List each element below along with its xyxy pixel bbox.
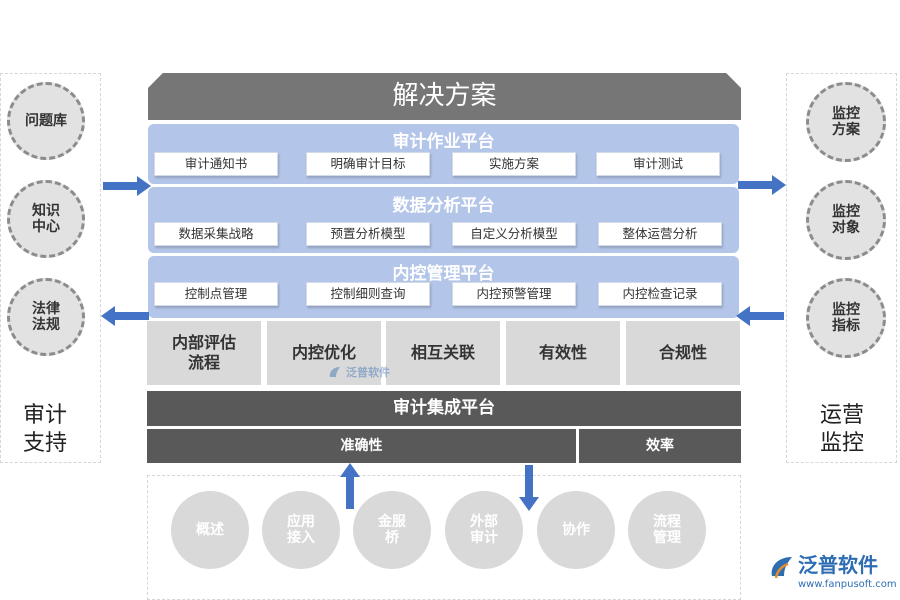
arrow-up-icon <box>340 463 360 509</box>
control-check-record-button[interactable]: 内控检查记录 <box>598 282 722 306</box>
right-item-monitor-plan: 监控 方案 <box>806 82 886 162</box>
brand-logo: 泛普软件 www.fanpusoft.com <box>768 552 898 596</box>
platform-title: 数据分析平台 <box>392 196 495 216</box>
platform-title: 审计作业平台 <box>392 132 495 152</box>
feature-effectiveness: 有效性 <box>506 321 620 385</box>
right-item-monitor-metric: 监控 指标 <box>806 278 886 358</box>
brand-logo-url: www.fanpusoft.com <box>798 579 897 590</box>
bottom-item-overview: 概述 <box>171 491 249 569</box>
bottom-item-collaboration: 协作 <box>537 491 615 569</box>
arrow-left-icon <box>101 306 149 326</box>
brand-logo-name: 泛普软件 <box>798 553 878 577</box>
control-warning-button[interactable]: 内控预警管理 <box>452 282 576 306</box>
feature-internal-evaluation: 内部评估 流程 <box>147 321 261 385</box>
operation-analysis-button[interactable]: 整体运营分析 <box>598 222 722 246</box>
bottom-item-app-access: 应用 接入 <box>262 491 340 569</box>
left-item-laws: 法律 法规 <box>7 278 85 356</box>
preset-model-button[interactable]: 预置分析模型 <box>306 222 430 246</box>
bottom-item-finance-bridge: 金服 桥 <box>353 491 431 569</box>
audit-goal-button[interactable]: 明确审计目标 <box>306 152 430 176</box>
arrow-right-icon <box>738 175 786 195</box>
arrow-right-icon <box>103 176 151 196</box>
control-point-button[interactable]: 控制点管理 <box>154 282 278 306</box>
bottom-item-process-management: 流程 管理 <box>628 491 706 569</box>
left-item-knowledge-center: 知识 中心 <box>7 180 85 258</box>
solution-header: 解决方案 <box>148 73 741 120</box>
data-analysis-platform: 数据分析平台 数据采集战略 预置分析模型 自定义分析模型 整体运营分析 <box>148 187 739 253</box>
integration-platform-bar: 审计集成平台 <box>147 391 741 426</box>
right-item-monitor-object: 监控 对象 <box>806 180 886 260</box>
right-monitor-panel <box>786 73 897 463</box>
custom-model-button[interactable]: 自定义分析模型 <box>452 222 576 246</box>
left-support-panel <box>0 73 101 463</box>
internal-control-platform: 内控管理平台 控制点管理 控制细则查询 内控预警管理 内控检查记录 <box>148 256 739 318</box>
audit-work-platform: 审计作业平台 审计通知书 明确审计目标 实施方案 审计测试 <box>148 124 739 184</box>
implementation-plan-button[interactable]: 实施方案 <box>452 152 576 176</box>
watermark-text: 泛普软件 <box>346 366 390 379</box>
watermark: 泛普软件 <box>327 364 390 380</box>
right-panel-title: 运营 监控 <box>819 403 864 456</box>
data-collection-button[interactable]: 数据采集战略 <box>154 222 278 246</box>
audit-notice-button[interactable]: 审计通知书 <box>154 152 278 176</box>
arrow-down-icon <box>519 465 539 511</box>
feature-correlation: 相互关联 <box>386 321 500 385</box>
brand-logo-icon <box>771 557 792 579</box>
platform-title: 内控管理平台 <box>392 264 495 284</box>
audit-test-button[interactable]: 审计测试 <box>596 152 720 176</box>
watermark-logo-icon <box>329 367 340 377</box>
solution-header-title: 解决方案 <box>392 81 497 111</box>
arrow-left-icon <box>736 306 784 326</box>
bottom-item-external-audit: 外部 审计 <box>445 491 523 569</box>
feature-control-optimization: 内控优化 <box>267 321 381 385</box>
accuracy-bar: 准确性 <box>147 429 576 463</box>
control-rule-query-button[interactable]: 控制细则查询 <box>306 282 430 306</box>
left-panel-title: 审计 支持 <box>22 403 67 456</box>
left-item-problem-library: 问题库 <box>7 82 85 160</box>
feature-compliance: 合规性 <box>626 321 740 385</box>
efficiency-bar: 效率 <box>579 429 741 463</box>
